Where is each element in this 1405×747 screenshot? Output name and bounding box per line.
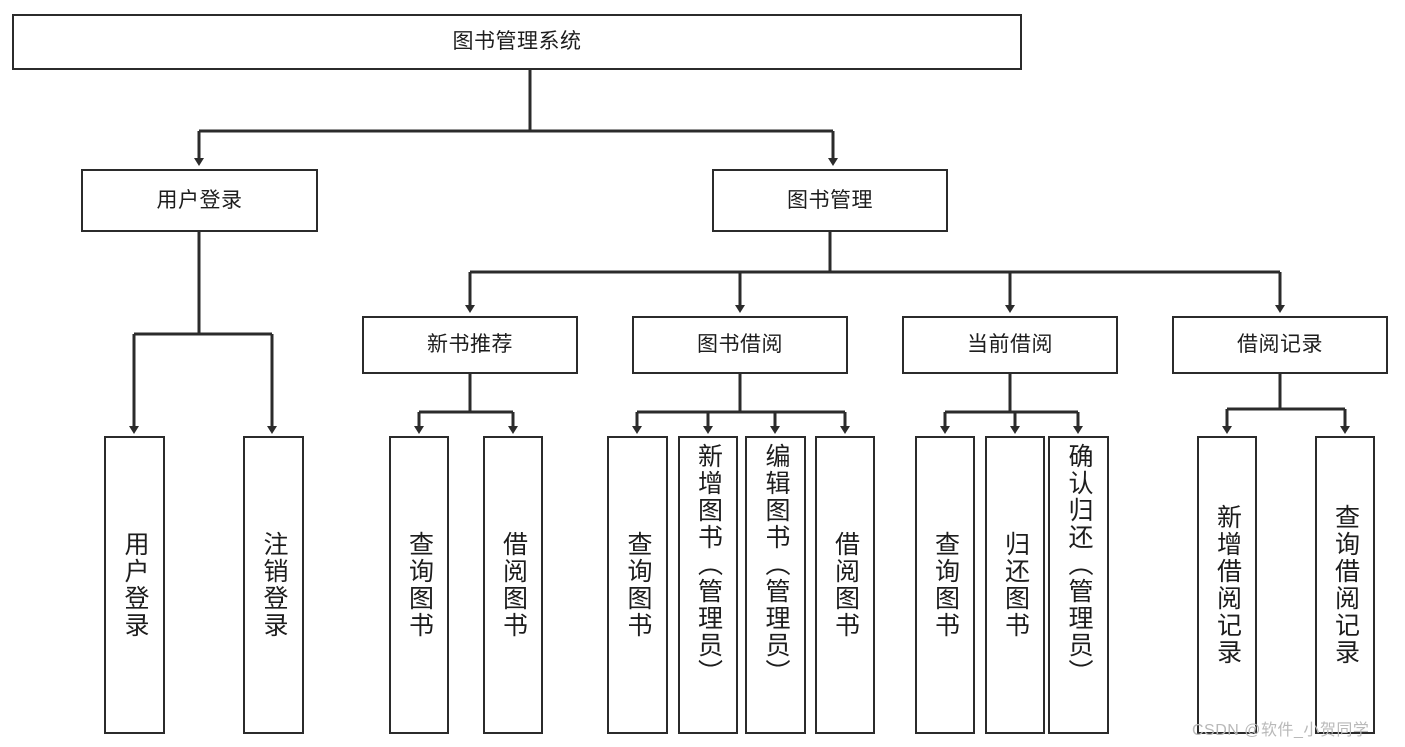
csdn-watermark: CSDN @软件_小贺同学 [1192, 722, 1370, 739]
leaf-query-record-label: 查询借阅记录 [1331, 504, 1360, 666]
node-new-book-rec-label: 新书推荐 [427, 333, 513, 357]
node-current-borrow-label: 当前借阅 [967, 333, 1053, 357]
node-book-borrow-label: 图书借阅 [697, 333, 783, 357]
node-book-manage-label: 图书管理 [787, 188, 873, 212]
leaf-query-book-3-label: 查询图书 [931, 531, 960, 639]
leaf-confirm-return[interactable]: 确认归还（管理员） [1048, 436, 1109, 734]
leaf-confirm-return-label: 确认归还（管理员） [1065, 443, 1093, 686]
node-user-login[interactable]: 用户登录 [81, 169, 318, 232]
leaf-borrow-book-2[interactable]: 借阅图书 [815, 436, 875, 734]
leaf-query-book-3[interactable]: 查询图书 [915, 436, 975, 734]
leaf-borrow-book-1-label: 借阅图书 [499, 531, 528, 639]
leaf-add-book-label: 新增图书（管理员） [694, 443, 723, 686]
leaf-query-book-2-label: 查询图书 [624, 531, 652, 639]
leaf-query-record[interactable]: 查询借阅记录 [1315, 436, 1375, 734]
leaf-user-login-label: 用户登录 [121, 531, 149, 639]
leaf-query-book-1[interactable]: 查询图书 [389, 436, 449, 734]
node-borrow-record[interactable]: 借阅记录 [1172, 316, 1388, 374]
leaf-user-login[interactable]: 用户登录 [104, 436, 165, 734]
node-book-borrow[interactable]: 图书借阅 [632, 316, 848, 374]
leaf-add-record[interactable]: 新增借阅记录 [1197, 436, 1257, 734]
leaf-borrow-book-1[interactable]: 借阅图书 [483, 436, 543, 734]
leaf-add-record-label: 新增借阅记录 [1213, 504, 1242, 666]
node-borrow-record-label: 借阅记录 [1237, 333, 1323, 357]
leaf-user-logout-label: 注销登录 [260, 531, 288, 639]
node-current-borrow[interactable]: 当前借阅 [902, 316, 1118, 374]
leaf-query-book-2[interactable]: 查询图书 [607, 436, 668, 734]
leaf-query-book-1-label: 查询图书 [405, 531, 434, 639]
leaf-return-book-label: 归还图书 [1001, 531, 1030, 639]
node-root-label: 图书管理系统 [452, 30, 582, 54]
leaf-borrow-book-2-label: 借阅图书 [831, 531, 860, 639]
node-user-login-label: 用户登录 [156, 188, 243, 212]
leaf-edit-book-label: 编辑图书（管理员） [762, 443, 790, 686]
leaf-return-book[interactable]: 归还图书 [985, 436, 1045, 734]
leaf-edit-book[interactable]: 编辑图书（管理员） [745, 436, 806, 734]
leaf-user-logout[interactable]: 注销登录 [243, 436, 304, 734]
node-book-manage[interactable]: 图书管理 [712, 169, 948, 232]
leaf-add-book[interactable]: 新增图书（管理员） [678, 436, 738, 734]
node-new-book-rec[interactable]: 新书推荐 [362, 316, 578, 374]
node-root[interactable]: 图书管理系统 [12, 14, 1022, 70]
